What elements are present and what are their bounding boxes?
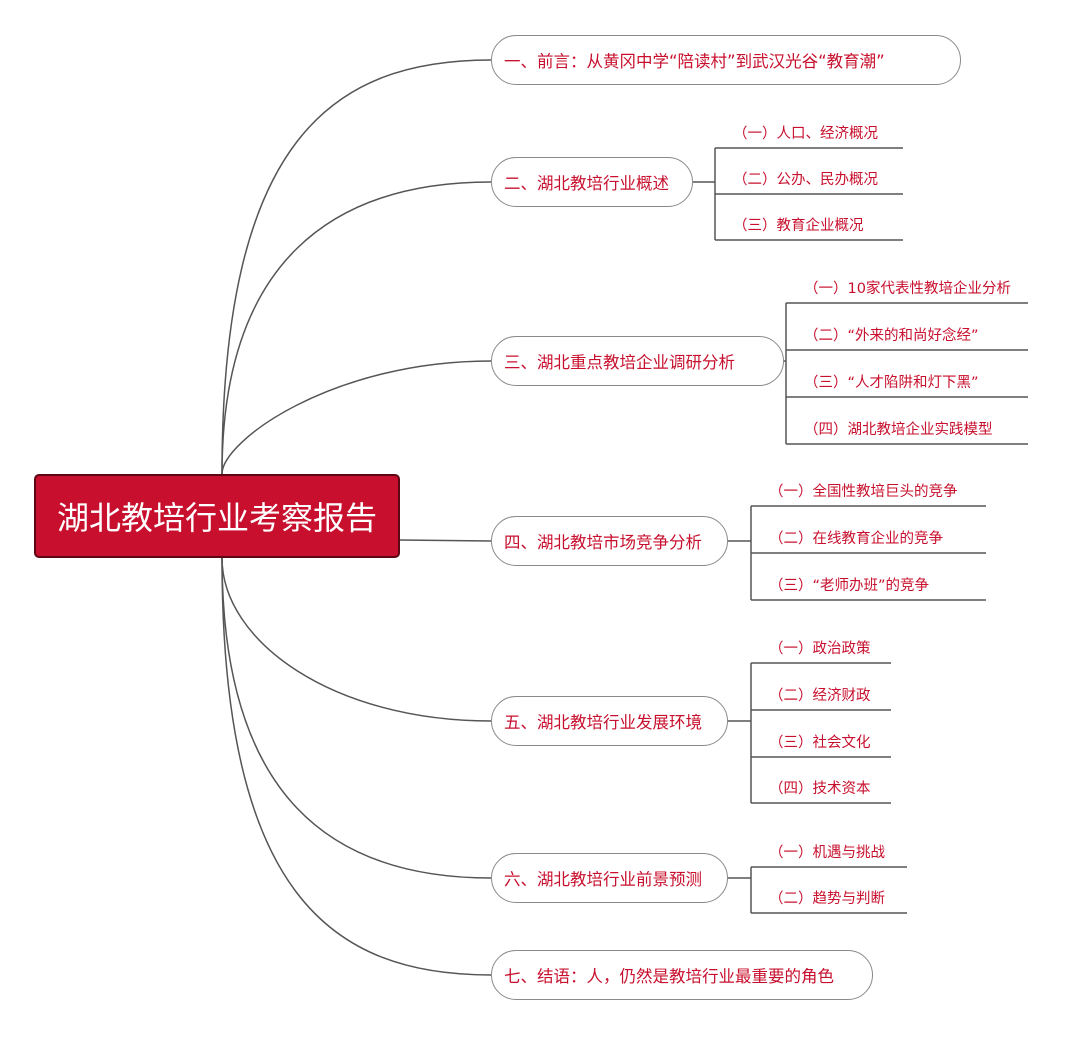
branch-topic-6[interactable]: 六、湖北教培行业前景预测 <box>491 853 728 903</box>
branch-topic-7[interactable]: 七、结语：人，仍然是教培行业最重要的角色 <box>491 950 873 1000</box>
branch-topic-3[interactable]: 三、湖北重点教培企业调研分析 <box>491 336 784 386</box>
connector-branch-7 <box>221 557 492 976</box>
subtopic-2-1[interactable]: （一）人口、经济概况 <box>733 126 878 142</box>
connector-branch-4 <box>399 539 492 542</box>
subtopic-4-1[interactable]: （一）全国性教培巨头的竞争 <box>769 484 958 500</box>
connector-branch-5 <box>221 557 492 722</box>
subtopic-2-2[interactable]: （二）公办、民办概况 <box>733 172 878 188</box>
connector-branch-2 <box>221 181 492 475</box>
subtopic-5-1[interactable]: （一）政治政策 <box>769 641 871 657</box>
subtopic-2-3[interactable]: （三）教育企业概况 <box>733 218 864 234</box>
subtopic-5-2[interactable]: （二）经济财政 <box>769 688 871 704</box>
subtopic-4-2[interactable]: （二）在线教育企业的竞争 <box>769 531 943 547</box>
connector-branch-1 <box>221 59 492 475</box>
branch-topic-5[interactable]: 五、湖北教培行业发展环境 <box>491 696 728 746</box>
subtopic-3-3[interactable]: （三）“人才陷阱和灯下黑” <box>804 375 979 391</box>
subtopic-3-1[interactable]: （一）10家代表性教培企业分析 <box>804 281 1011 297</box>
branch-topic-2[interactable]: 二、湖北教培行业概述 <box>491 157 693 207</box>
subtopic-3-4[interactable]: （四）湖北教培企业实践模型 <box>804 422 993 438</box>
subtopic-4-3[interactable]: （三）“老师办班”的竞争 <box>769 578 930 594</box>
connector-branch-3 <box>221 360 492 475</box>
subtopic-5-3[interactable]: （三）社会文化 <box>769 735 871 751</box>
subtopic-5-4[interactable]: （四）技术资本 <box>769 781 871 797</box>
branch-topic-1[interactable]: 一、前言：从黄冈中学“陪读村”到武汉光谷“教育潮” <box>491 35 961 85</box>
subtopic-3-2[interactable]: （二）“外来的和尚好念经” <box>804 328 979 344</box>
branch-topic-4[interactable]: 四、湖北教培市场竞争分析 <box>491 516 728 566</box>
root-topic[interactable]: 湖北教培行业考察报告 <box>34 474 400 558</box>
subtopic-6-1[interactable]: （一）机遇与挑战 <box>769 845 885 861</box>
subtopic-6-2[interactable]: （二）趋势与判断 <box>769 891 885 907</box>
connector-branch-6 <box>221 557 492 879</box>
